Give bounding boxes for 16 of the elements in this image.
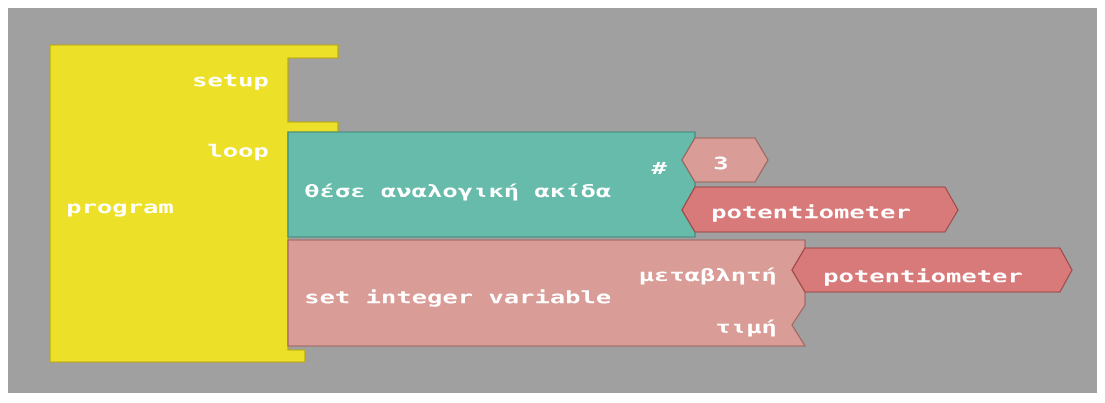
block-label: θέσε αναλογική ακίδα	[305, 183, 611, 201]
block-label: potentiometer	[713, 204, 910, 222]
command-block	[287, 239, 807, 347]
block-label: program	[68, 203, 173, 217]
block-label: #	[651, 161, 667, 175]
command-block	[287, 131, 696, 238]
block-label: μεταβλητή	[640, 267, 775, 285]
block-label: 3	[714, 156, 727, 170]
block-label: setup	[194, 74, 268, 90]
block-label: set integer variable	[306, 289, 611, 307]
number-block	[681, 137, 769, 183]
variable-block	[681, 186, 959, 233]
block-label: potentiometer	[825, 268, 1022, 286]
block-label: loop	[208, 143, 268, 161]
variable-block	[791, 247, 1073, 293]
block-label: τιμή	[717, 319, 775, 337]
